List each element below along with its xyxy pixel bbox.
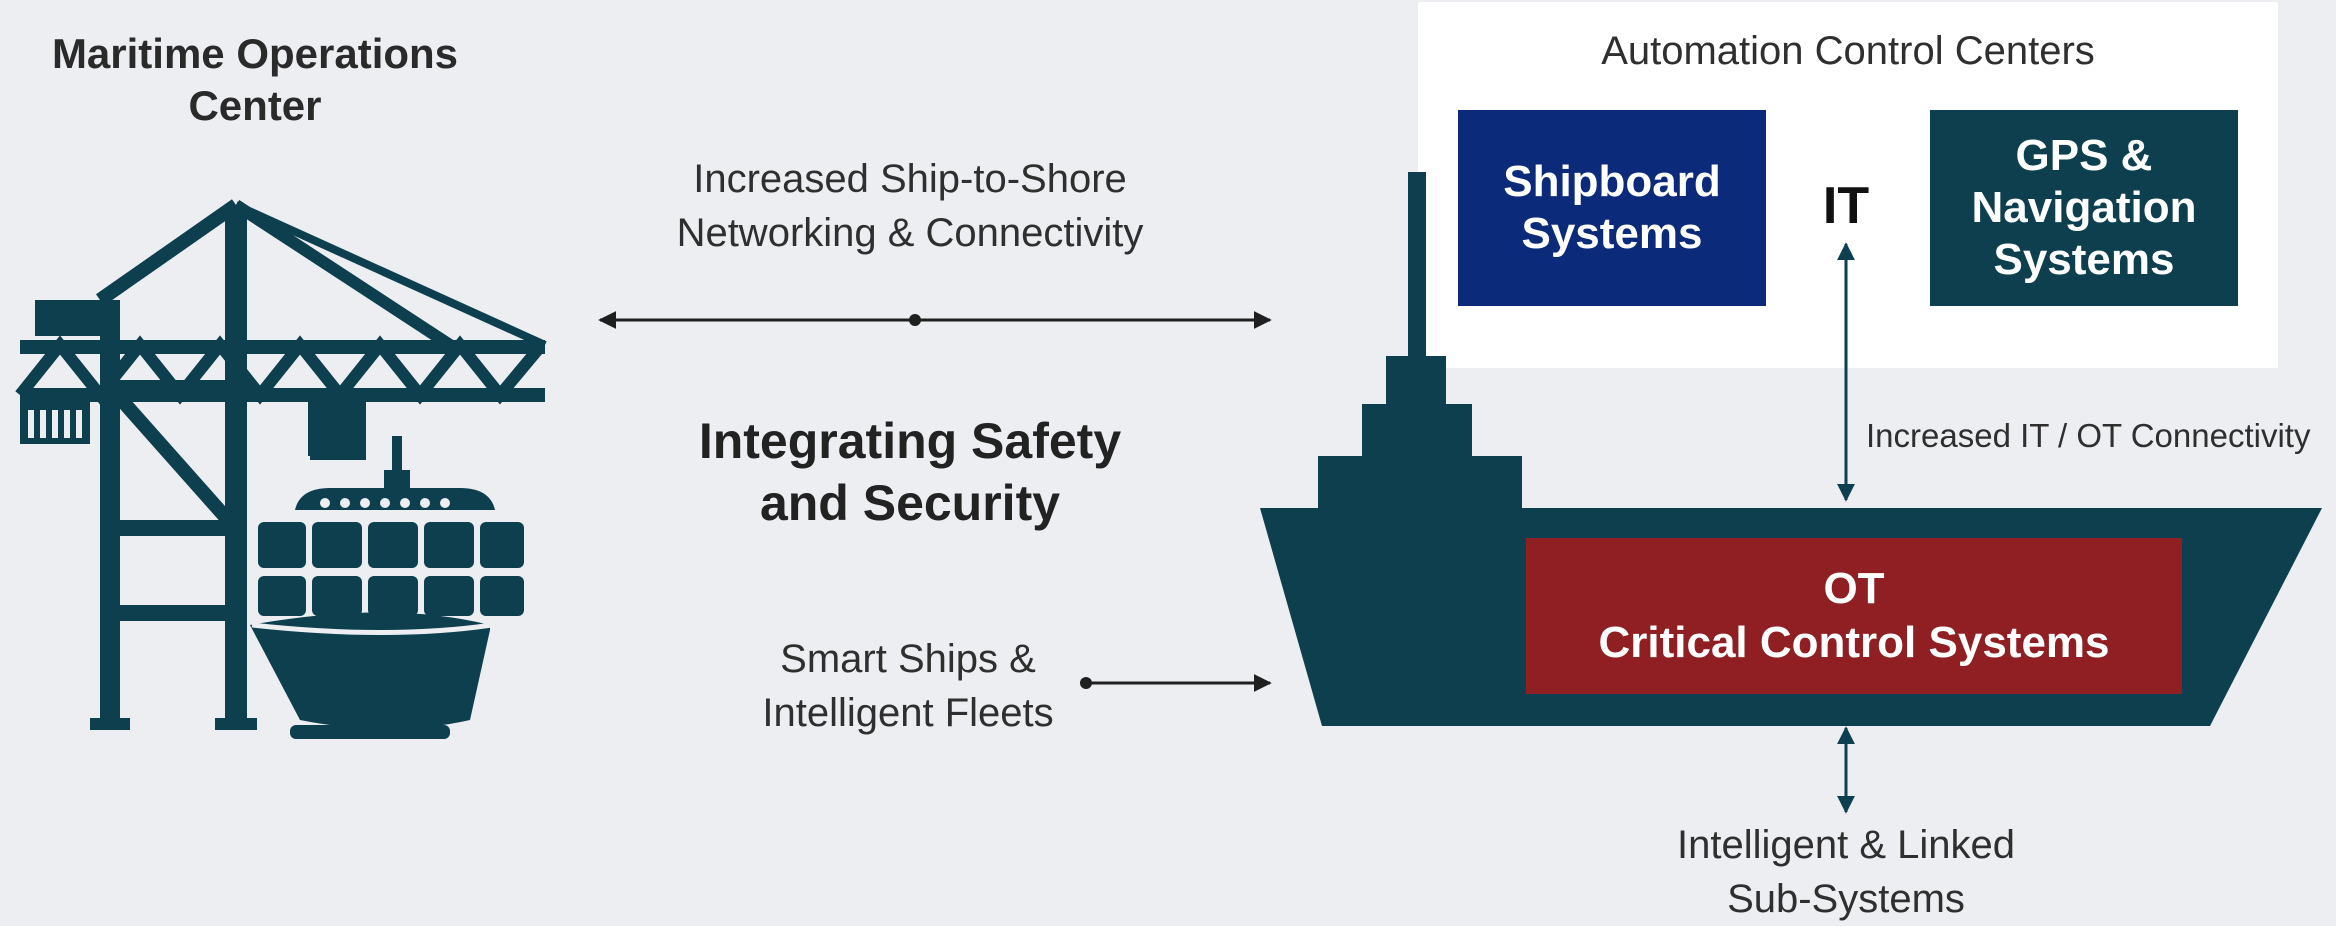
port-crane-icon (15, 199, 547, 730)
shipboard-line1: Shipboard (1503, 157, 1721, 206)
gps-navigation-box: GPS & Navigation Systems (1930, 110, 2238, 306)
gps-line3: Systems (1993, 235, 2175, 284)
ot-critical-systems-box: OT Critical Control Systems (1526, 538, 2182, 694)
networking-label-line2: Networking & Connectivity (676, 211, 1144, 255)
networking-label: Increased Ship-to-Shore Networking & Con… (610, 152, 1210, 260)
integrating-line2: and Security (759, 475, 1061, 531)
maritime-title-line2: Center (188, 82, 322, 129)
maritime-operations-title: Maritime Operations Center (30, 28, 480, 132)
ot-line1: OT (1823, 564, 1885, 613)
shipboard-systems-box: Shipboard Systems (1458, 110, 1766, 306)
integrating-safety-heading: Integrating Safety and Security (610, 410, 1210, 534)
container-ship-icon (250, 436, 524, 739)
arrow-midpoint-dot (909, 314, 921, 326)
smart-ships-label: Smart Ships & Intelligent Fleets (708, 632, 1108, 740)
it-label: IT (1822, 177, 1870, 235)
subsystems-line1: Intelligent & Linked (1676, 823, 2015, 867)
shipboard-line2: Systems (1521, 209, 1703, 258)
networking-label-line1: Increased Ship-to-Shore (693, 157, 1127, 201)
smart-ships-line1: Smart Ships & (780, 637, 1036, 681)
it-ot-connectivity-label: Increased IT / OT Connectivity (1866, 417, 2311, 454)
automation-title: Automation Control Centers (1601, 29, 2095, 73)
ot-line2: Critical Control Systems (1598, 618, 2110, 667)
arrow-start-dot (1080, 677, 1092, 689)
integrating-line1: Integrating Safety (698, 413, 1122, 469)
gps-line2: Navigation (1971, 183, 2197, 232)
gps-line1: GPS & (2015, 131, 2153, 180)
maritime-title-line1: Maritime Operations (51, 30, 459, 77)
subsystems-label: Intelligent & Linked Sub-Systems (1596, 818, 2096, 926)
subsystems-line2: Sub-Systems (1727, 877, 1965, 921)
smart-ships-line2: Intelligent Fleets (762, 691, 1054, 735)
